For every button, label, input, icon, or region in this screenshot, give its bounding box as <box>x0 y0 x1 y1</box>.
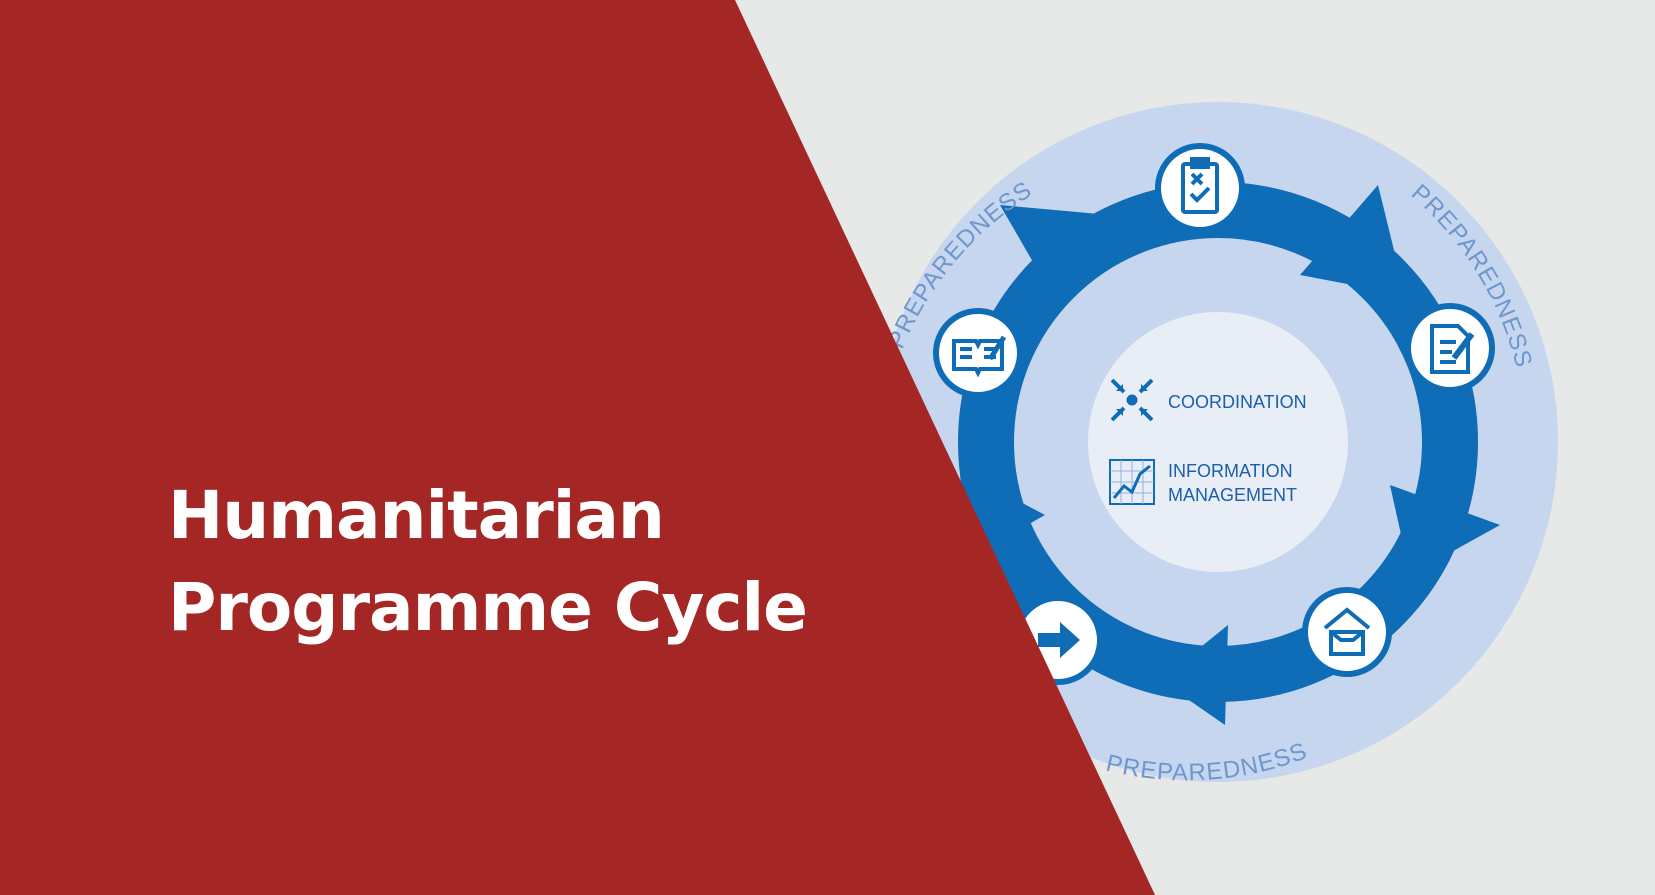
line-chart-icon <box>1109 459 1155 505</box>
converging-arrows-icon <box>1110 378 1154 422</box>
center-coordination-label: COORDINATION <box>1168 392 1307 412</box>
center-information-label-line1: INFORMATION <box>1168 461 1293 481</box>
package-box-icon <box>1323 607 1371 656</box>
stage-package <box>1302 587 1392 677</box>
title-line-1: Humanitarian <box>168 477 665 554</box>
center-disc <box>1088 312 1348 572</box>
page-title: Humanitarian Programme Cycle <box>168 470 808 654</box>
center-information-label-line2: MANAGEMENT <box>1168 485 1297 505</box>
arrow-right-icon <box>1038 622 1080 658</box>
stage-clipboard <box>1155 143 1245 233</box>
cycle-arrowhead-right <box>1390 485 1500 575</box>
clipboard-checklist-icon <box>1181 157 1219 214</box>
stage-book <box>933 308 1023 398</box>
cycle-arrowhead-top-left <box>1000 205 1110 300</box>
cycle-arrowhead-top-right <box>1300 185 1405 295</box>
title-line-2: Programme Cycle <box>168 569 808 646</box>
document-pen-icon <box>1430 324 1475 374</box>
cycle-arrowhead-bottom <box>1160 625 1228 725</box>
stage-document <box>1405 303 1495 393</box>
open-book-pen-icon <box>952 335 1007 378</box>
